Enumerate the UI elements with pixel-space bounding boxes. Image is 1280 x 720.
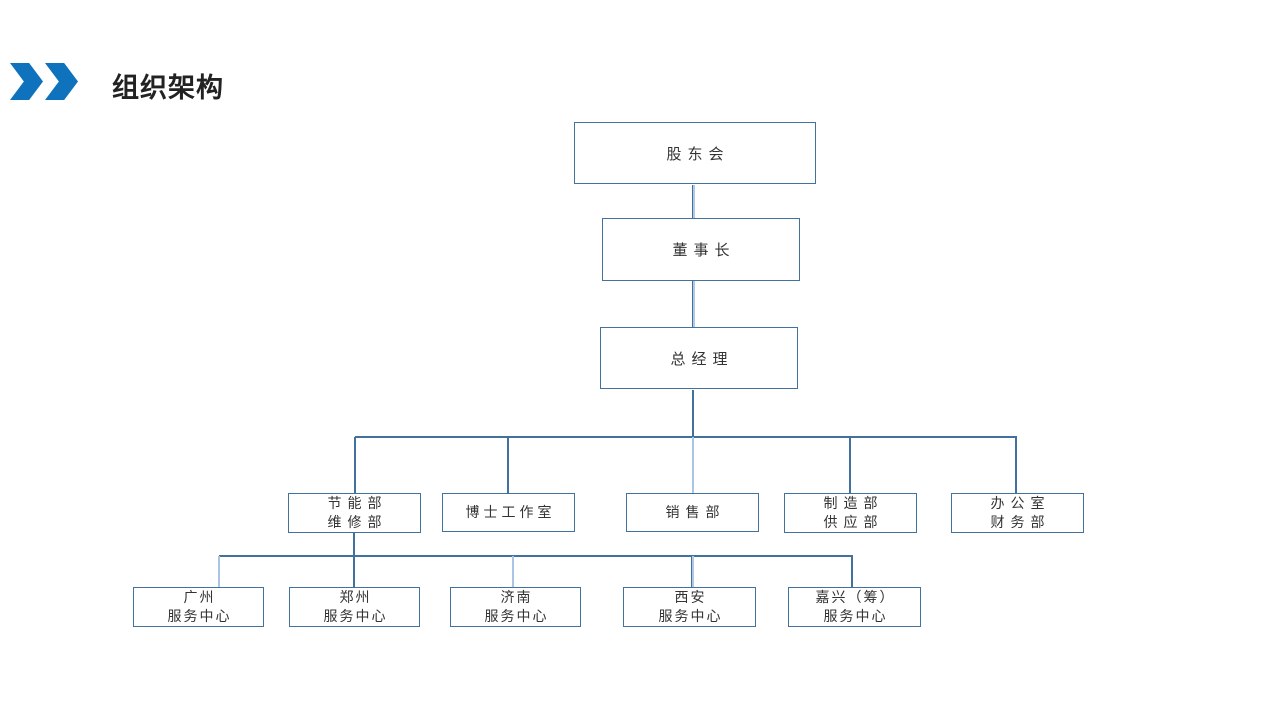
- connector-chairman-gm: [692, 281, 695, 327]
- connector-drop-manufacturing-dept: [849, 437, 851, 493]
- chevron-right-icon: [45, 63, 78, 100]
- org-box-label: 财务部: [990, 514, 1051, 530]
- connector-drop-guangzhou: [218, 556, 220, 587]
- org-box-label: 济南: [500, 589, 533, 605]
- connector-drop-sales-dept: [692, 437, 694, 493]
- org-box-jinan-service-center: 济南 服务中心: [450, 587, 581, 627]
- org-box-guangzhou-service-center: 广州 服务中心: [133, 587, 264, 627]
- slide-header: 组织架构: [0, 0, 1280, 110]
- org-box-label: 服务中心: [323, 608, 388, 624]
- org-box-label: 制造部: [823, 495, 884, 511]
- org-box-label: 服务中心: [823, 608, 888, 624]
- org-box-label: 西安: [674, 589, 707, 605]
- page-title: 组织架构: [112, 73, 224, 103]
- org-box-sales-dept: 销售部: [626, 493, 759, 532]
- org-box-label: 供应部: [823, 514, 884, 530]
- org-box-office-finance-dept: 办公室 财务部: [951, 493, 1084, 533]
- org-box-jiaxing-service-center: 嘉兴（筹） 服务中心: [788, 587, 921, 627]
- connector-energy-dept-down: [353, 533, 355, 555]
- connector-row5-rail: [219, 555, 853, 557]
- org-box-label: 节能部: [327, 495, 388, 511]
- org-box-label: 服务中心: [658, 608, 723, 624]
- org-box-label: 服务中心: [484, 608, 549, 624]
- connector-drop-jinan: [512, 556, 514, 587]
- org-box-chairman: 董事长: [602, 218, 800, 281]
- chevron-right-icon: [10, 63, 43, 100]
- org-box-label: 销售部: [665, 504, 726, 520]
- org-box-xian-service-center: 西安 服务中心: [623, 587, 756, 627]
- connector-drop-energy-dept: [354, 437, 356, 493]
- org-box-doctor-studio: 博士工作室: [442, 493, 575, 532]
- connector-gm-down: [692, 390, 694, 436]
- org-box-manufacturing-supply-dept: 制造部 供应部: [784, 493, 917, 533]
- connector-drop-office-dept: [1015, 437, 1017, 493]
- org-box-zhengzhou-service-center: 郑州 服务中心: [289, 587, 420, 627]
- connector-row4-rail: [355, 436, 1017, 438]
- org-box-label: 办公室: [990, 495, 1051, 511]
- connector-shareholders-chairman: [692, 185, 695, 218]
- org-box-general-manager: 总经理: [600, 327, 798, 389]
- connector-drop-jiaxing: [851, 556, 853, 587]
- org-box-label: 嘉兴（筹）: [815, 589, 896, 605]
- org-box-energy-saving-maintenance-dept: 节能部 维修部: [288, 493, 421, 533]
- org-box-label: 总经理: [670, 350, 734, 368]
- connector-drop-xian: [691, 556, 694, 587]
- org-box-label: 服务中心: [167, 608, 232, 624]
- org-box-label: 博士工作室: [465, 504, 556, 520]
- org-box-label: 广州: [183, 589, 216, 605]
- org-box-shareholders-meeting: 股东会: [574, 122, 816, 184]
- org-box-label: 股东会: [666, 145, 730, 163]
- connector-drop-zhengzhou: [353, 556, 355, 587]
- org-box-label: 董事长: [672, 242, 736, 259]
- org-box-label: 维修部: [327, 514, 388, 530]
- connector-drop-doctor-studio: [507, 437, 509, 493]
- org-box-label: 郑州: [339, 589, 372, 605]
